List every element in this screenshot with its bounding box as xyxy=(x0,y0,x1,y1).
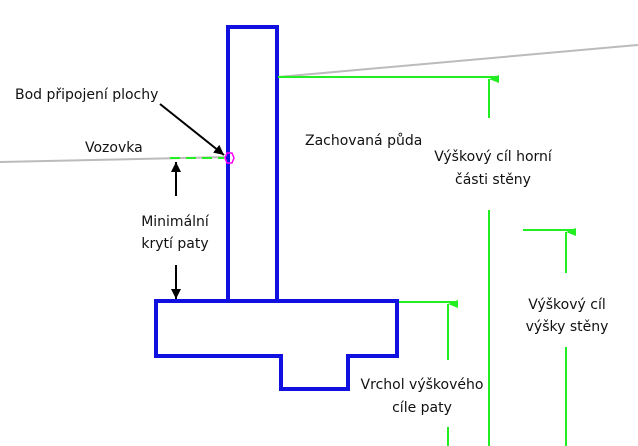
attach-pointer-arrow xyxy=(159,103,225,156)
wall-stem xyxy=(226,25,279,303)
min-cover-label-2: krytí paty xyxy=(141,236,209,252)
wall-height-target-label-1: Výškový cíl xyxy=(528,297,606,313)
attach-point-icon xyxy=(224,152,235,164)
footing-top-target-label-1: Vrchol výškového xyxy=(360,377,484,393)
wall-top-target-label-1: Výškový cíl horní xyxy=(434,149,552,165)
wall-height-target-label-2: výšky stěny xyxy=(525,319,609,335)
ground-line-right xyxy=(277,44,638,78)
footing-top-target-label-2: cíle paty xyxy=(392,400,452,416)
min-cover-label-1: Minimální xyxy=(141,214,209,230)
attach-point-label: Bod připojení plochy xyxy=(15,87,159,103)
road-label: Vozovka xyxy=(85,140,143,156)
wall-top-target-label-2: části stěny xyxy=(455,172,531,188)
wall-footing xyxy=(154,299,399,391)
preserved-soil-label: Zachovaná půda xyxy=(305,133,423,149)
